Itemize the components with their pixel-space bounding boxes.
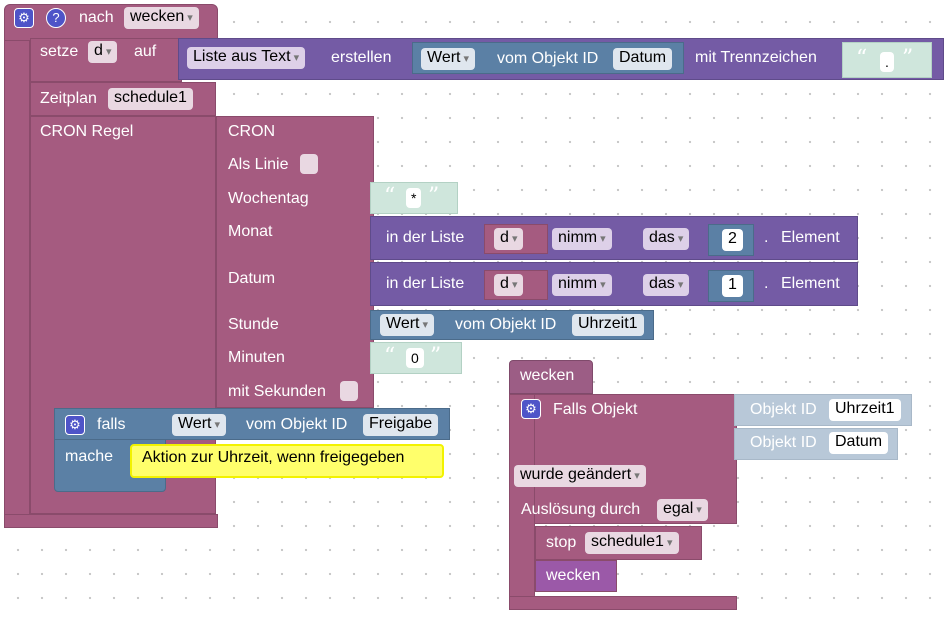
minutes-value-field[interactable]: 0 [406, 348, 424, 368]
separator-field[interactable]: . [880, 52, 894, 72]
minutes-close-quote-icon: ” [430, 344, 442, 369]
date-dot-label: . [764, 275, 769, 292]
as-line-label: Als Linie [228, 156, 289, 173]
weekday-value-field[interactable]: * [406, 188, 422, 208]
hour-object-id-label: vom Objekt ID [455, 316, 557, 333]
month-var-dropdown[interactable]: d [494, 228, 524, 250]
with-seconds-checkbox[interactable] [340, 381, 358, 401]
trigger-label: Auslösung durch [521, 501, 641, 518]
month-op-dropdown[interactable]: nimm [552, 228, 612, 250]
object-id-1-field[interactable]: Uhrzeit1 [829, 399, 901, 421]
procedure-name-field[interactable]: wecken [124, 7, 199, 29]
call-procedure-label: wecken [546, 567, 601, 584]
cron-rule-label: CRON Regel [40, 123, 134, 140]
procedure-footer [4, 514, 218, 528]
month-in-list-label: in der Liste [386, 229, 465, 246]
then-label: mache [65, 448, 114, 465]
on-change-rail [509, 394, 535, 610]
set-auf-label: auf [134, 43, 157, 60]
date-element-label: Element [781, 275, 840, 292]
object-id-2-label: Objekt ID [750, 434, 817, 451]
object-id-label: vom Objekt ID [497, 50, 599, 67]
weekday-close-quote-icon: ” [428, 184, 440, 209]
event-gear-icon[interactable]: ⚙ [521, 399, 541, 419]
schedule-name-field[interactable]: schedule1 [108, 88, 193, 110]
month-dot-label: . [764, 229, 769, 246]
trigger-dropdown[interactable]: egal [657, 499, 708, 521]
if-gear-icon[interactable]: ⚙ [65, 415, 85, 435]
date-pos-dropdown[interactable]: das [643, 274, 690, 296]
help-icon[interactable]: ? [46, 8, 66, 28]
set-label: setze [40, 43, 79, 60]
hour-object-id-field[interactable]: Uhrzeit1 [572, 314, 644, 336]
with-seconds-label: mit Sekunden [228, 383, 326, 400]
cron-header: CRON [228, 123, 276, 140]
procedure-label: nach [79, 9, 114, 26]
change-type-dropdown[interactable]: wurde geändert [514, 465, 646, 487]
stop-schedule-dropdown[interactable]: schedule1 [585, 532, 679, 554]
falls-objekt-label: Falls Objekt [553, 401, 638, 418]
object-id-field[interactable]: Datum [613, 48, 673, 70]
procedure-body-rail [4, 40, 30, 528]
date-index-field[interactable]: 1 [722, 275, 743, 297]
month-pos-dropdown[interactable]: das [643, 228, 690, 250]
comment-block[interactable] [130, 444, 444, 478]
object-id-1-label: Objekt ID [750, 401, 817, 418]
separator-label: mit Trennzeichen [695, 49, 817, 66]
comment-text: Aktion zur Uhrzeit, wenn freigegeben [142, 449, 405, 466]
date-in-list-label: in der Liste [386, 275, 465, 292]
if-object-id-field[interactable]: Freigabe [363, 414, 439, 436]
minutes-label: Minuten [228, 349, 285, 366]
value-dropdown[interactable]: Wert [421, 48, 476, 70]
event-title: wecken [520, 367, 575, 384]
if-label: falls [97, 416, 126, 433]
month-element-label: Element [781, 229, 840, 246]
month-index-field[interactable]: 2 [722, 229, 743, 251]
hour-label: Stunde [228, 316, 279, 333]
create-label: erstellen [331, 49, 392, 66]
date-list-block[interactable] [370, 262, 858, 306]
month-label: Monat [228, 223, 273, 240]
as-line-checkbox[interactable] [300, 154, 318, 174]
call-procedure-block[interactable] [535, 560, 617, 592]
month-list-block[interactable] [370, 216, 858, 260]
gear-icon[interactable]: ⚙ [14, 8, 34, 28]
object-id-2-field[interactable]: Datum [829, 432, 889, 454]
on-change-footer [509, 596, 737, 610]
close-quote-icon: ” [902, 46, 914, 71]
if-object-id-label: vom Objekt ID [246, 416, 348, 433]
if-value-dropdown[interactable]: Wert [172, 414, 227, 436]
minutes-open-quote-icon: “ [384, 344, 396, 369]
weekday-label: Wochentag [228, 190, 309, 207]
event-title-block[interactable] [509, 360, 593, 394]
date-label: Datum [228, 270, 276, 287]
set-variable-dropdown[interactable]: d [88, 41, 118, 63]
stop-label: stop [546, 534, 577, 551]
weekday-open-quote-icon: “ [384, 184, 396, 209]
cron-block[interactable] [216, 116, 374, 408]
open-quote-icon: “ [856, 46, 868, 71]
schedule-label: Zeitplan [40, 90, 97, 107]
list-mode-dropdown[interactable]: Liste aus Text [187, 47, 306, 69]
hour-value-dropdown[interactable]: Wert [380, 314, 435, 336]
date-op-dropdown[interactable]: nimm [552, 274, 612, 296]
date-var-dropdown[interactable]: d [494, 274, 524, 296]
